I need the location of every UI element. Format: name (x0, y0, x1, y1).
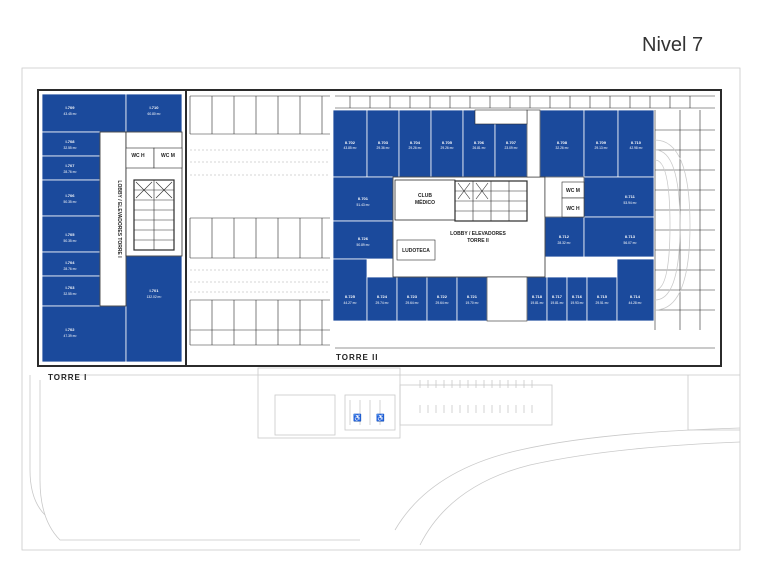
unit-area: 29.13 m² (594, 146, 608, 150)
unit-area: 28.32 m² (557, 241, 571, 245)
tower2-core: CLUB MÉDICO LOBBY / ELEVADORES TORRE II … (392, 109, 585, 322)
unit-area: 29.26 m² (408, 146, 422, 150)
unit-area: 26.81 m² (472, 146, 486, 150)
parking-area (189, 95, 715, 349)
unit-area: 32.55 m² (63, 292, 77, 296)
unit-area: 29.64 m² (405, 301, 419, 305)
unit-area: 47.39 m² (63, 334, 77, 338)
unit-I704 (41, 251, 101, 277)
unit-label: II.702 (345, 140, 356, 145)
tower2-units: II.702 43.85 m² II.703 29.36 m² II.704 2… (332, 109, 655, 322)
unit-label: I.707 (66, 163, 76, 168)
unit-area: 50.89 m² (356, 243, 370, 247)
core-label: LOBBY / ELEVADORES TORRE I (116, 180, 122, 258)
unit-area: 19.93 m² (570, 301, 584, 305)
unit-area: 29.36 m² (376, 146, 390, 150)
unit-label: II.709 (596, 140, 607, 145)
unit-label: II.701 (358, 196, 369, 201)
unit-area: 50.35 m² (63, 239, 77, 243)
unit-area: 29.26 m² (440, 146, 454, 150)
svg-text:♿: ♿ (353, 413, 362, 422)
unit-label: II.715 (597, 294, 608, 299)
unit-I710 (125, 93, 183, 133)
tower1-core: WC H WC M LOBBY / ELEVADORES TORRE I (99, 131, 183, 307)
core-label-2: TORRE II (467, 238, 489, 244)
unit-I706 (41, 179, 101, 217)
unit-area: 43.45 m² (63, 112, 77, 116)
unit-label: II.708 (557, 140, 568, 145)
unit-area: 29.74 m² (375, 301, 389, 305)
unit-area: 53.94 m² (623, 201, 637, 205)
unit-label: II.721 (467, 294, 478, 299)
unit-I703 (41, 275, 101, 307)
unit-area: 43.85 m² (343, 146, 357, 150)
unit-label: I.709 (66, 105, 76, 110)
unit-label: I.708 (66, 139, 76, 144)
unit-area: 28.76 m² (63, 267, 77, 271)
unit-label: I.702 (66, 327, 76, 332)
unit-label: II.704 (410, 140, 421, 145)
unit-area: 28.76 m² (63, 170, 77, 174)
tower2-label: TORRE II (336, 353, 379, 362)
unit-I709 (41, 93, 127, 133)
unit-area: 32.55 m² (63, 146, 77, 150)
unit-area: 44.27 m² (343, 301, 357, 305)
unit-area: 19.81 m² (530, 301, 544, 305)
core-label-1: LOBBY / ELEVADORES (450, 231, 506, 237)
wc-label: WC H (566, 206, 580, 212)
unit-area: 19.70 m² (465, 301, 479, 305)
unit-label: II.726 (358, 236, 369, 241)
unit-label: II.712 (559, 234, 570, 239)
unit-area: 42.98 m² (629, 146, 643, 150)
ludoteca-label: LUDOTECA (402, 248, 430, 254)
svg-text:♿: ♿ (376, 413, 385, 422)
unit-label: II.714 (630, 294, 641, 299)
unit-label: II.703 (378, 140, 389, 145)
unit-I701 (125, 255, 183, 363)
club-label-1: CLUB (418, 193, 432, 199)
unit-label: I.706 (66, 193, 76, 198)
unit-label: I.710 (150, 105, 160, 110)
unit-label: II.717 (552, 294, 563, 299)
level-title: Nivel 7 (642, 34, 704, 56)
unit-area: 56.07 m² (623, 241, 637, 245)
unit-label: I.704 (66, 260, 76, 265)
unit-label: II.723 (407, 294, 418, 299)
unit-label: II.713 (625, 234, 636, 239)
unit-label: II.707 (506, 140, 517, 145)
unit-area: 32.26 m² (555, 146, 569, 150)
unit-area: 29.64 m² (435, 301, 449, 305)
unit-area: 60.80 m² (147, 112, 161, 116)
unit-label: I.701 (150, 288, 160, 293)
unit-area: 51.43 m² (356, 203, 370, 207)
unit-label: I.705 (66, 232, 76, 237)
unit-label: II.722 (437, 294, 448, 299)
unit-label: II.710 (631, 140, 642, 145)
unit-area: 132.02 m² (147, 295, 163, 299)
unit-area: 23.09 m² (504, 146, 518, 150)
tower1-units: I.709 43.45 m² I.710 60.80 m² I.708 32.5… (41, 93, 183, 363)
unit-I708 (41, 131, 101, 157)
unit-area: 44.28 m² (628, 301, 642, 305)
unit-I707 (41, 155, 101, 181)
unit-area: 29.51 m² (595, 301, 609, 305)
unit-label: II.705 (442, 140, 453, 145)
unit-label: II.706 (474, 140, 485, 145)
wc-label: WC M (161, 153, 175, 159)
tower1-label: TORRE I (48, 373, 87, 382)
unit-label: II.716 (572, 294, 583, 299)
unit-area: 19.81 m² (550, 301, 564, 305)
unit-I702 (41, 305, 127, 363)
site-context: ♿ ♿ (21, 67, 741, 551)
wc-label: WC M (566, 188, 580, 194)
unit-label: II.711 (625, 194, 636, 199)
unit-label: II.724 (377, 294, 388, 299)
unit-area: 50.35 m² (63, 200, 77, 204)
club-label-2: MÉDICO (415, 198, 435, 206)
unit-label: II.718 (532, 294, 543, 299)
unit-label: II.725 (345, 294, 356, 299)
unit-label: I.703 (66, 285, 76, 290)
wc-label: WC H (131, 153, 145, 159)
